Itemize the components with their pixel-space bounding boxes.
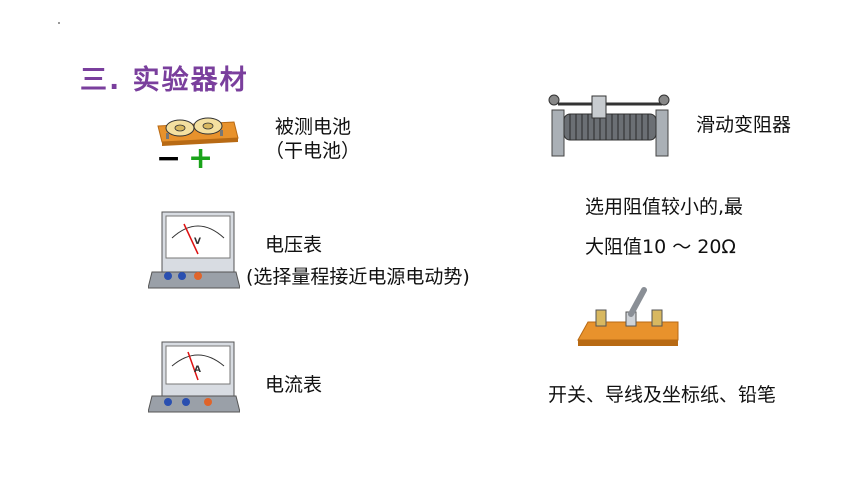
battery-image: − + xyxy=(156,117,239,170)
voltmeter-note: (选择量程接近电源电动势) xyxy=(246,266,470,288)
voltmeter-label: 电压表 xyxy=(265,234,323,256)
rheostat-note-line2: 大阻值10 ～ 20Ω xyxy=(585,236,736,258)
voltmeter-image: V xyxy=(148,211,240,289)
switch-image xyxy=(577,287,679,346)
slide-title: 三. 实验器材 xyxy=(80,65,249,96)
rheostat-image xyxy=(548,94,670,157)
battery-plus-sign: + xyxy=(188,141,213,170)
rheostat-label: 滑动变阻器 xyxy=(696,114,792,136)
battery-label: 被测电池 xyxy=(275,116,352,138)
ammeter-dial-letter: A xyxy=(194,365,201,375)
ammeter-label: 电流表 xyxy=(265,374,323,396)
voltmeter-dial-letter: V xyxy=(194,237,201,247)
switch-label: 开关、导线及坐标纸、铅笔 xyxy=(548,384,777,406)
battery-minus-sign: − xyxy=(156,141,181,170)
battery-sublabel: （干电池） xyxy=(265,140,361,162)
rheostat-note-line1: 选用阻值较小的,最 xyxy=(585,196,744,218)
corner-dot xyxy=(58,22,60,24)
ammeter-image: A xyxy=(148,341,240,413)
